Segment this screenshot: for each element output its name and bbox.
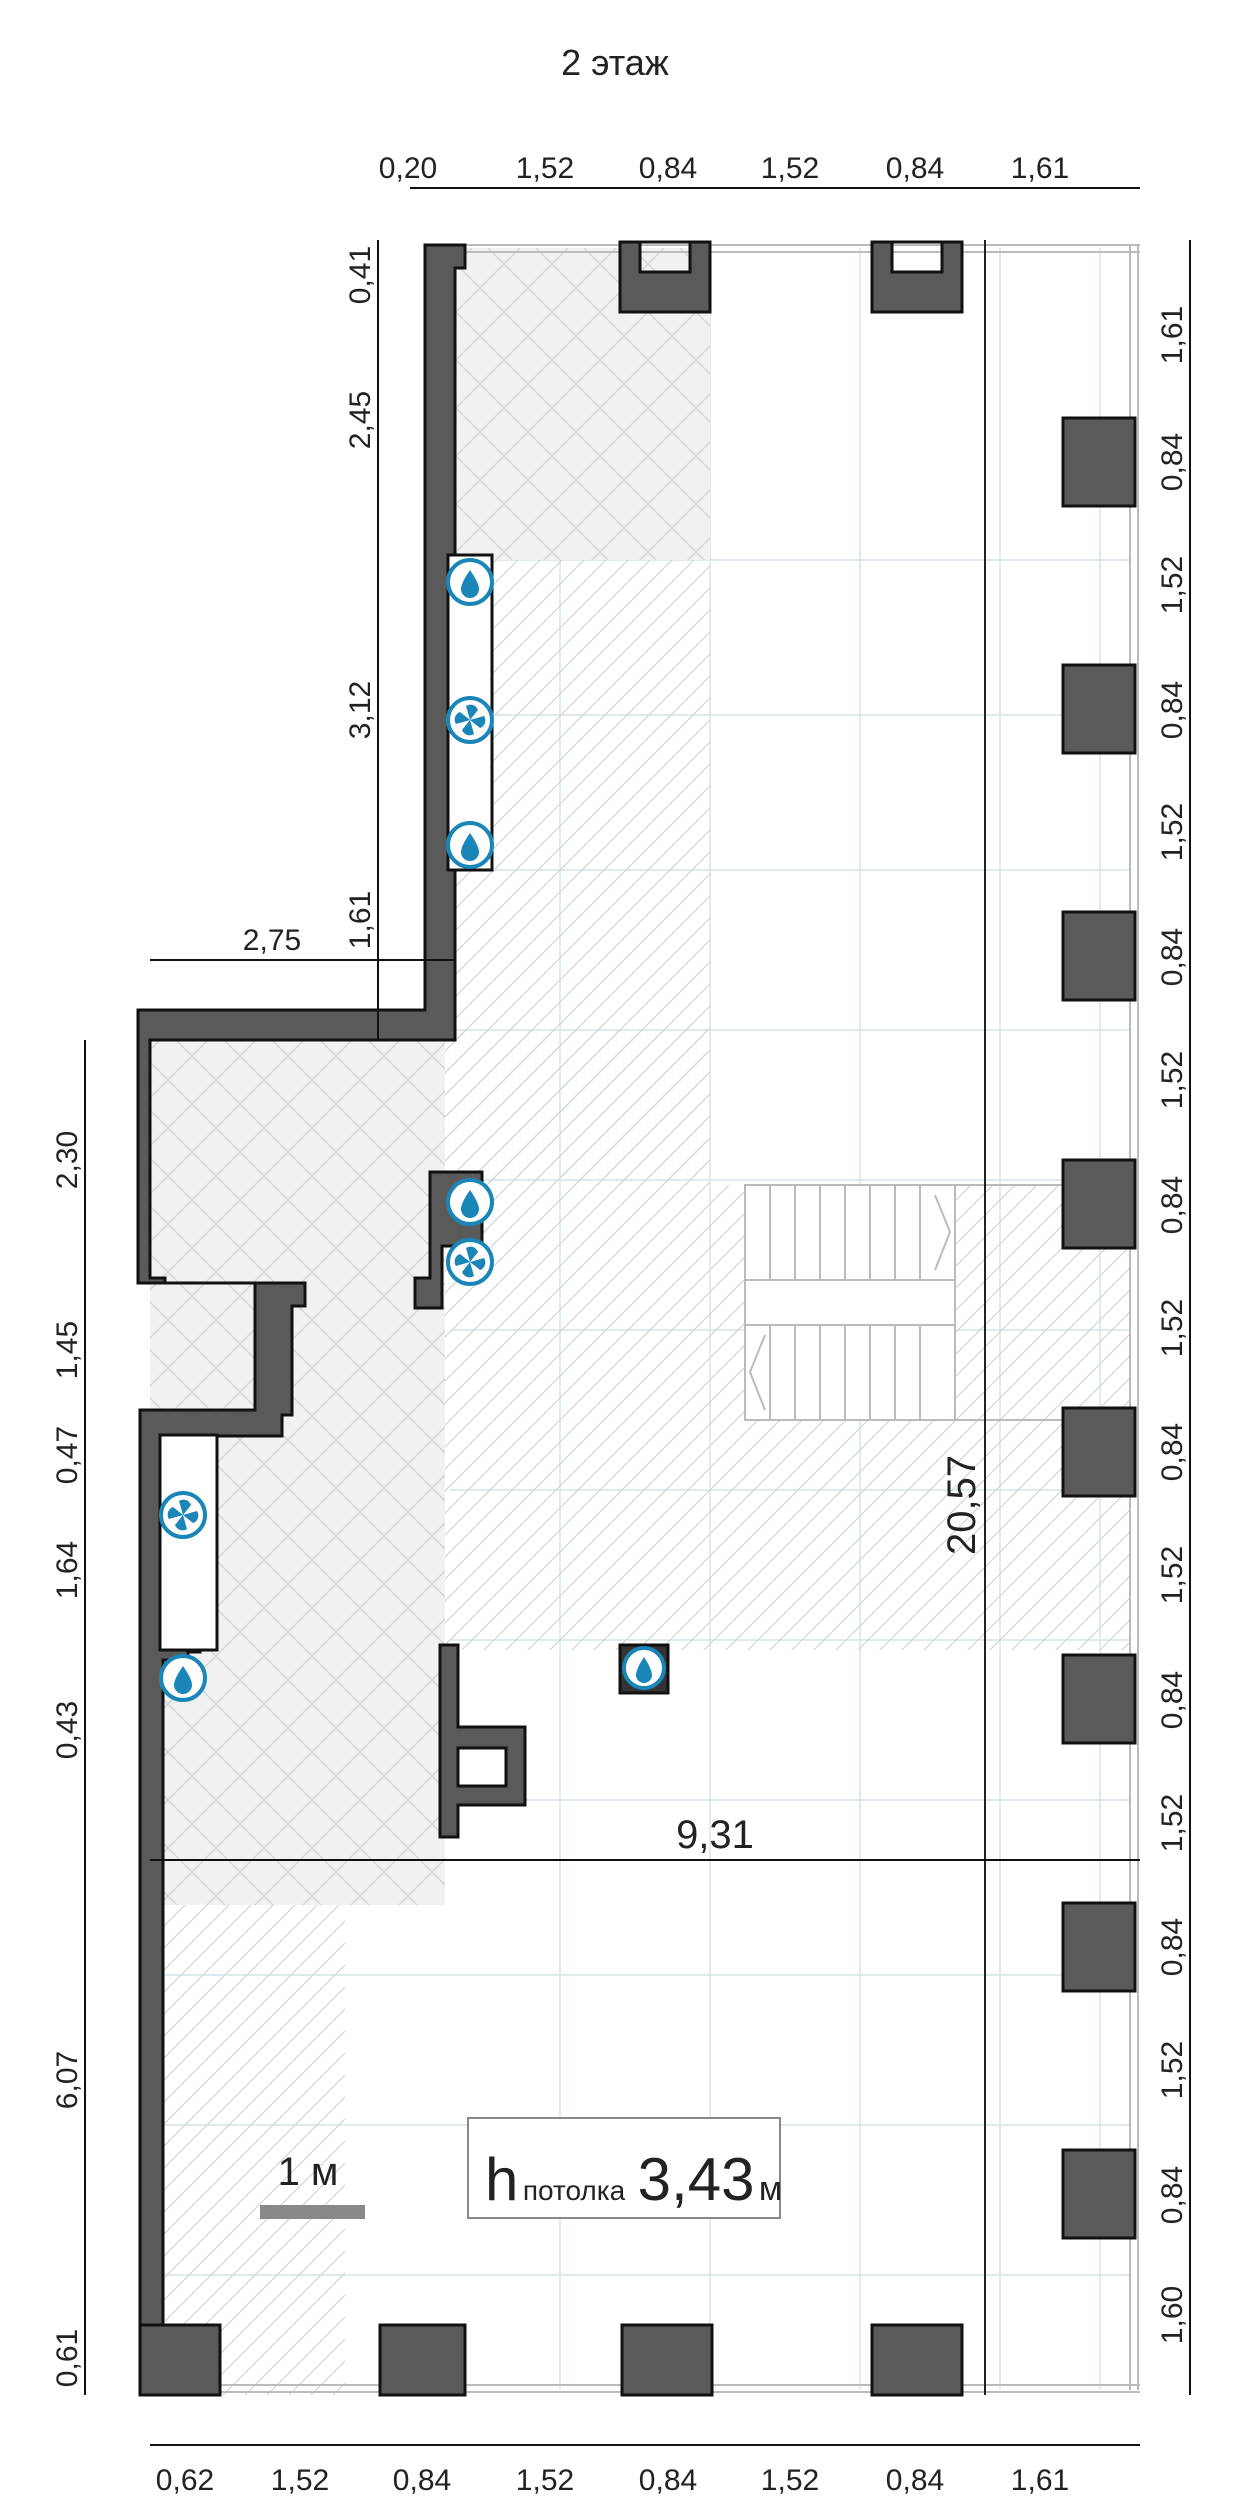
right-dim-10: 1,52 bbox=[1156, 1546, 1189, 1604]
lower-left-dim-3: 1,64 bbox=[51, 1541, 84, 1599]
top-dim-0: 0,20 bbox=[379, 152, 437, 185]
right-dim-5: 0,84 bbox=[1156, 928, 1189, 986]
right-dim-4: 1,52 bbox=[1156, 803, 1189, 861]
lower-left-dim-0: 2,30 bbox=[51, 1131, 84, 1189]
water-drop-icon bbox=[446, 1178, 494, 1226]
top-dim-4: 0,84 bbox=[886, 152, 944, 185]
top-dim-1: 1,52 bbox=[516, 152, 574, 185]
upper-left-dimensions: 0,41 2,45 3,12 1,61 bbox=[344, 246, 377, 949]
pilasters-top bbox=[618, 240, 964, 314]
dim-width-2-75: 2,75 bbox=[243, 924, 301, 957]
scale-label: 1 м bbox=[278, 2150, 339, 2194]
hatch-zone-bottom bbox=[150, 1905, 345, 2395]
lower-left-dim-4: 0,43 bbox=[51, 1701, 84, 1759]
right-dim-12: 1,52 bbox=[1156, 1794, 1189, 1852]
lower-left-dim-6: 0,61 bbox=[51, 2329, 84, 2387]
staircase bbox=[744, 1184, 1131, 1421]
dim-total-height: 20,57 bbox=[940, 1455, 984, 1555]
ceiling-unit: м bbox=[759, 2170, 782, 2208]
right-dim-11: 0,84 bbox=[1156, 1671, 1189, 1729]
right-dim-0: 1,61 bbox=[1156, 306, 1189, 364]
right-dim-8: 1,52 bbox=[1156, 1299, 1189, 1357]
right-dim-1: 0,84 bbox=[1156, 433, 1189, 491]
bottom-dimensions: 0,62 1,52 0,84 1,52 0,84 1,52 0,84 1,61 bbox=[156, 2464, 1069, 2497]
right-dim-7: 0,84 bbox=[1156, 1176, 1189, 1234]
water-drop-icon bbox=[159, 1654, 207, 1702]
fan-icon bbox=[159, 1491, 207, 1539]
utility-icons bbox=[159, 558, 666, 1702]
bottom-dim-0: 0,62 bbox=[156, 2464, 214, 2497]
upper-left-dim-3: 1,61 bbox=[344, 891, 377, 949]
top-dim-3: 1,52 bbox=[761, 152, 819, 185]
water-drop-icon bbox=[446, 558, 494, 606]
water-drop-icon bbox=[446, 821, 494, 869]
scale-bar: 1 м bbox=[260, 2150, 365, 2219]
pilasters-bottom bbox=[138, 2323, 964, 2397]
right-dim-16: 1,60 bbox=[1156, 2286, 1189, 2344]
top-dimensions: 0,20 1,52 0,84 1,52 0,84 1,61 bbox=[379, 152, 1069, 185]
hatch-zone-left-top bbox=[445, 1030, 710, 1185]
facade-lines bbox=[215, 240, 1140, 2395]
water-drop-icon bbox=[622, 1646, 666, 1690]
right-dim-9: 0,84 bbox=[1156, 1423, 1189, 1481]
upper-left-dim-2: 3,12 bbox=[344, 681, 377, 739]
right-dim-14: 1,52 bbox=[1156, 2041, 1189, 2099]
top-dim-5: 1,61 bbox=[1011, 152, 1069, 185]
right-dim-2: 1,52 bbox=[1156, 556, 1189, 614]
lower-left-dim-2: 0,47 bbox=[51, 1426, 84, 1484]
right-dim-6: 1,52 bbox=[1156, 1051, 1189, 1109]
upper-left-dim-0: 0,41 bbox=[344, 246, 377, 304]
bottom-dim-3: 1,52 bbox=[516, 2464, 574, 2497]
bottom-dim-7: 1,61 bbox=[1011, 2464, 1069, 2497]
svg-text:h потолка 3,43: h потолка 3,43 м bbox=[485, 2146, 782, 2213]
upper-left-dim-1: 2,45 bbox=[344, 391, 377, 449]
fan-icon bbox=[446, 1238, 494, 1286]
bottom-dim-6: 0,84 bbox=[886, 2464, 944, 2497]
ceiling-h: h bbox=[485, 2146, 518, 2213]
floor-title: 2 этаж bbox=[561, 42, 669, 83]
dimension-lines bbox=[84, 187, 1191, 2446]
bottom-dim-5: 1,52 bbox=[761, 2464, 819, 2497]
lower-left-dimensions: 2,30 1,45 0,47 1,64 0,43 6,07 0,61 bbox=[51, 1131, 84, 2387]
dim-total-width: 9,31 bbox=[676, 1813, 754, 1857]
pilasters-right bbox=[1061, 416, 1137, 2240]
bottom-dim-1: 1,52 bbox=[271, 2464, 329, 2497]
ceiling-sub: потолка bbox=[523, 2175, 626, 2206]
right-dimensions: 1,61 0,84 1,52 0,84 1,52 0,84 1,52 0,84 … bbox=[1156, 306, 1189, 2344]
ceiling-height-label: h потолка 3,43 м bbox=[467, 2117, 782, 2219]
ceiling-value: 3,43 bbox=[638, 2146, 755, 2213]
right-dim-13: 0,84 bbox=[1156, 1918, 1189, 1976]
bottom-dim-4: 0,84 bbox=[639, 2464, 697, 2497]
right-dim-3: 0,84 bbox=[1156, 681, 1189, 739]
fan-icon bbox=[446, 696, 494, 744]
right-dim-15: 0,84 bbox=[1156, 2166, 1189, 2224]
lower-left-dim-5: 6,07 bbox=[51, 2051, 84, 2109]
bottom-dim-2: 0,84 bbox=[393, 2464, 451, 2497]
top-dim-2: 0,84 bbox=[639, 152, 697, 185]
lower-left-dim-1: 1,45 bbox=[51, 1321, 84, 1379]
